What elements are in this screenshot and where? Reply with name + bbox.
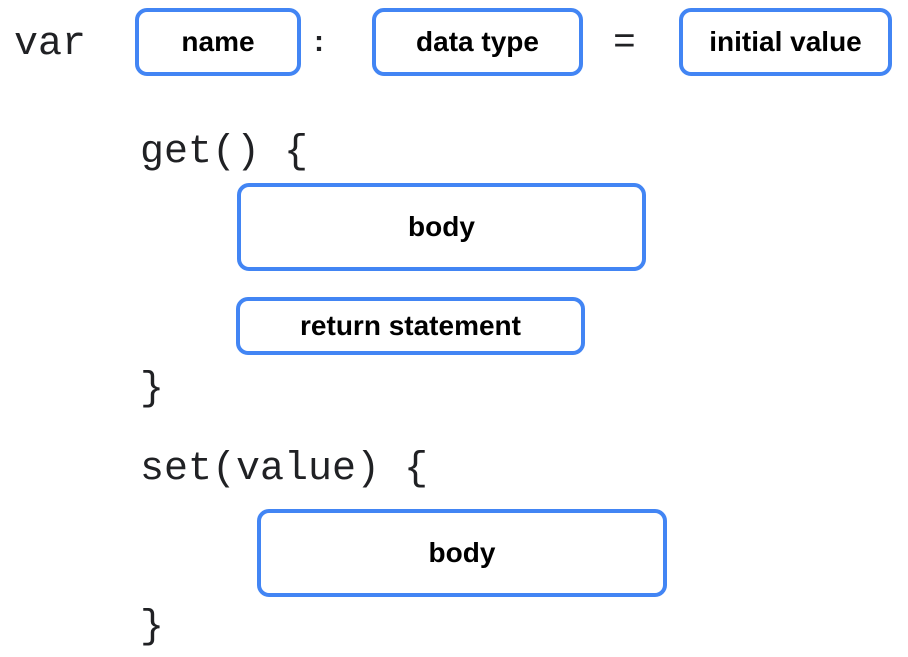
getter-close-brace: } — [140, 367, 165, 412]
getter-body-label: body — [408, 211, 475, 242]
name-label: name — [181, 26, 255, 57]
return-statement-label: return statement — [300, 310, 521, 341]
setter-body-label: body — [428, 537, 496, 568]
initial-value-box: initial value — [679, 8, 892, 76]
initial-value-label: initial value — [709, 26, 862, 57]
setter-body-box: body — [257, 509, 667, 597]
equals-sign: = — [613, 22, 636, 65]
return-statement-box: return statement — [236, 297, 585, 355]
data-type-label: data type — [416, 26, 539, 57]
setter-close-brace: } — [140, 605, 165, 650]
name-box: name — [135, 8, 301, 76]
data-type-box: data type — [372, 8, 583, 76]
type-colon: : — [314, 25, 324, 58]
getter-body-box: body — [237, 183, 646, 271]
getter-header: get() { — [140, 130, 309, 175]
var-keyword: var — [14, 22, 87, 67]
setter-header: set(value) { — [140, 447, 429, 492]
